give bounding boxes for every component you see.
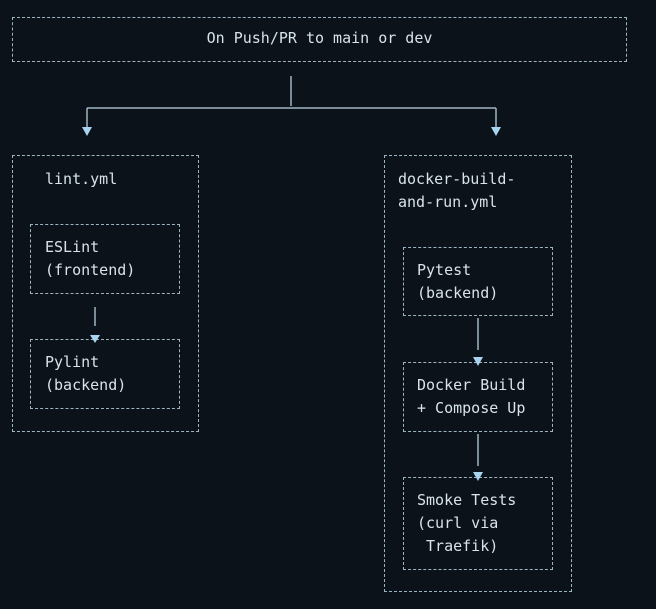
trigger-box bbox=[12, 17, 627, 62]
arrow-left-head bbox=[82, 127, 92, 136]
workflow-docker-title-line-2: and-run.yml bbox=[398, 193, 498, 211]
trigger-label: On Push/PR to main or dev bbox=[206, 29, 433, 47]
step-smoke-tests-line-1: Smoke Tests bbox=[417, 491, 517, 509]
step-docker-build-line-1: Docker Build bbox=[417, 376, 526, 394]
workflow-docker-title-line-1: docker-build- bbox=[398, 170, 516, 188]
step-pylint-line-1: Pylint bbox=[45, 353, 100, 371]
step-eslint-box bbox=[30, 224, 180, 294]
arrow-pylint-head bbox=[90, 335, 100, 343]
step-pytest-box bbox=[403, 247, 553, 316]
step-pylint-line-2: (backend) bbox=[45, 376, 127, 394]
workflow-lint-title: lint.yml bbox=[45, 170, 118, 188]
step-eslint-line-1: ESLint bbox=[45, 238, 100, 256]
workflow-docker-box bbox=[384, 155, 572, 592]
step-docker-build-line-2: + Compose Up bbox=[417, 399, 526, 417]
step-pylint-box bbox=[30, 339, 180, 409]
step-eslint-line-2: (frontend) bbox=[45, 261, 136, 279]
step-pytest-line-1: Pytest bbox=[417, 261, 472, 279]
step-pytest-line-2: (backend) bbox=[417, 284, 499, 302]
workflow-lint-box bbox=[12, 155, 199, 432]
step-smoke-tests-line-3: Traefik) bbox=[417, 537, 499, 555]
arrow-smoke-tests-head bbox=[473, 472, 483, 481]
arrow-right-head bbox=[491, 127, 501, 136]
arrow-docker-build-head bbox=[473, 357, 483, 366]
step-smoke-tests-line-2: (curl via bbox=[417, 514, 499, 532]
